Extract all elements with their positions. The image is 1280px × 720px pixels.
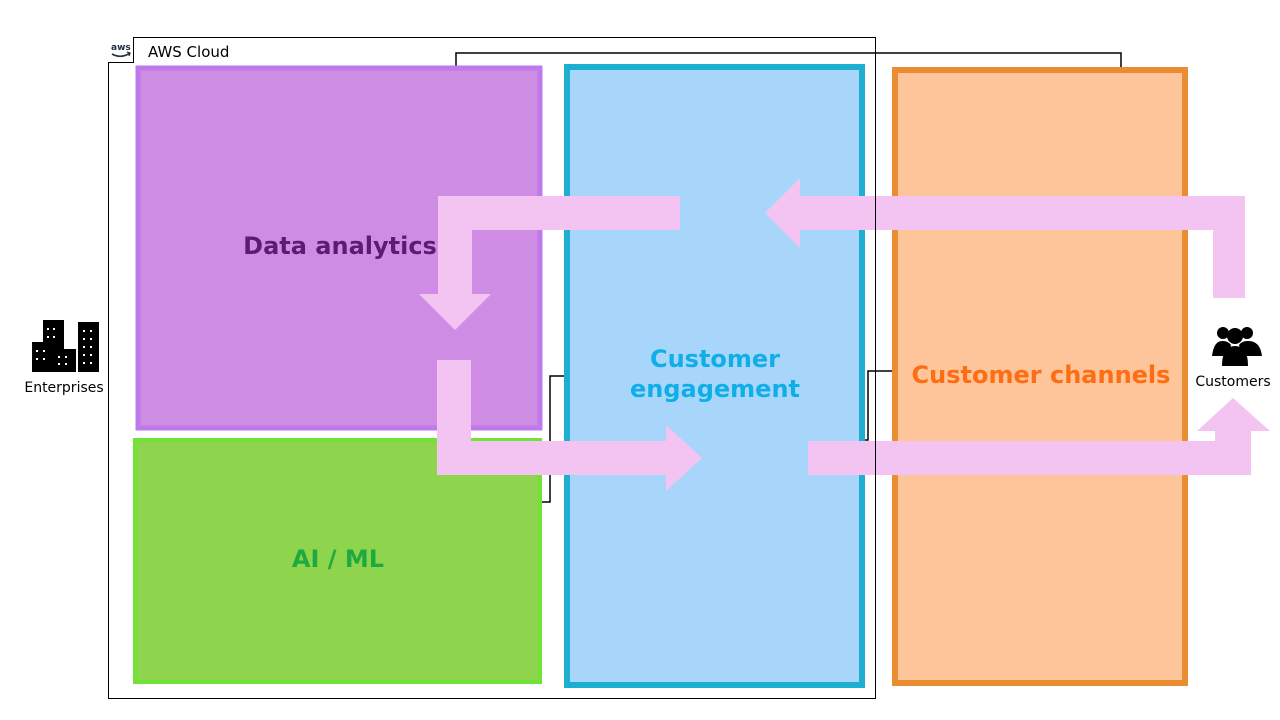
aws-cloud-title: AWS Cloud (148, 43, 230, 61)
customer-channels-label: Customer channels (911, 361, 1171, 389)
svg-text:aws: aws (111, 43, 131, 53)
data-analytics-label: Data analytics (243, 232, 437, 260)
arrow-analytics-to-engagement (437, 360, 702, 491)
office-buildings-icon (32, 320, 99, 372)
aws-cloud-boundary (108, 37, 876, 699)
customer-engagement-block (564, 64, 865, 688)
customer-channels-block (892, 67, 1188, 686)
ai-ml-label: AI / ML (291, 545, 385, 573)
customer-engagement-label-line1: Customer (649, 345, 781, 373)
customer-engagement-label: Customer engagement (570, 344, 860, 404)
connector-line-left (540, 375, 568, 503)
user-group-icon (1212, 327, 1262, 366)
flow-arrows (419, 178, 1270, 491)
customer-engagement-label-line2: engagement (629, 375, 801, 403)
ai-ml-block (133, 438, 542, 684)
arrow-engagement-to-analytics (419, 196, 680, 330)
enterprises-label: Enterprises (24, 380, 104, 396)
connector-line-top (455, 52, 1122, 70)
arrow-engagement-to-customers (808, 398, 1270, 475)
aws-logo-icon: aws (108, 37, 134, 63)
data-analytics-block (135, 65, 543, 431)
customers-label: Customers (1195, 374, 1271, 390)
arrow-customers-to-engagement (765, 178, 1245, 298)
